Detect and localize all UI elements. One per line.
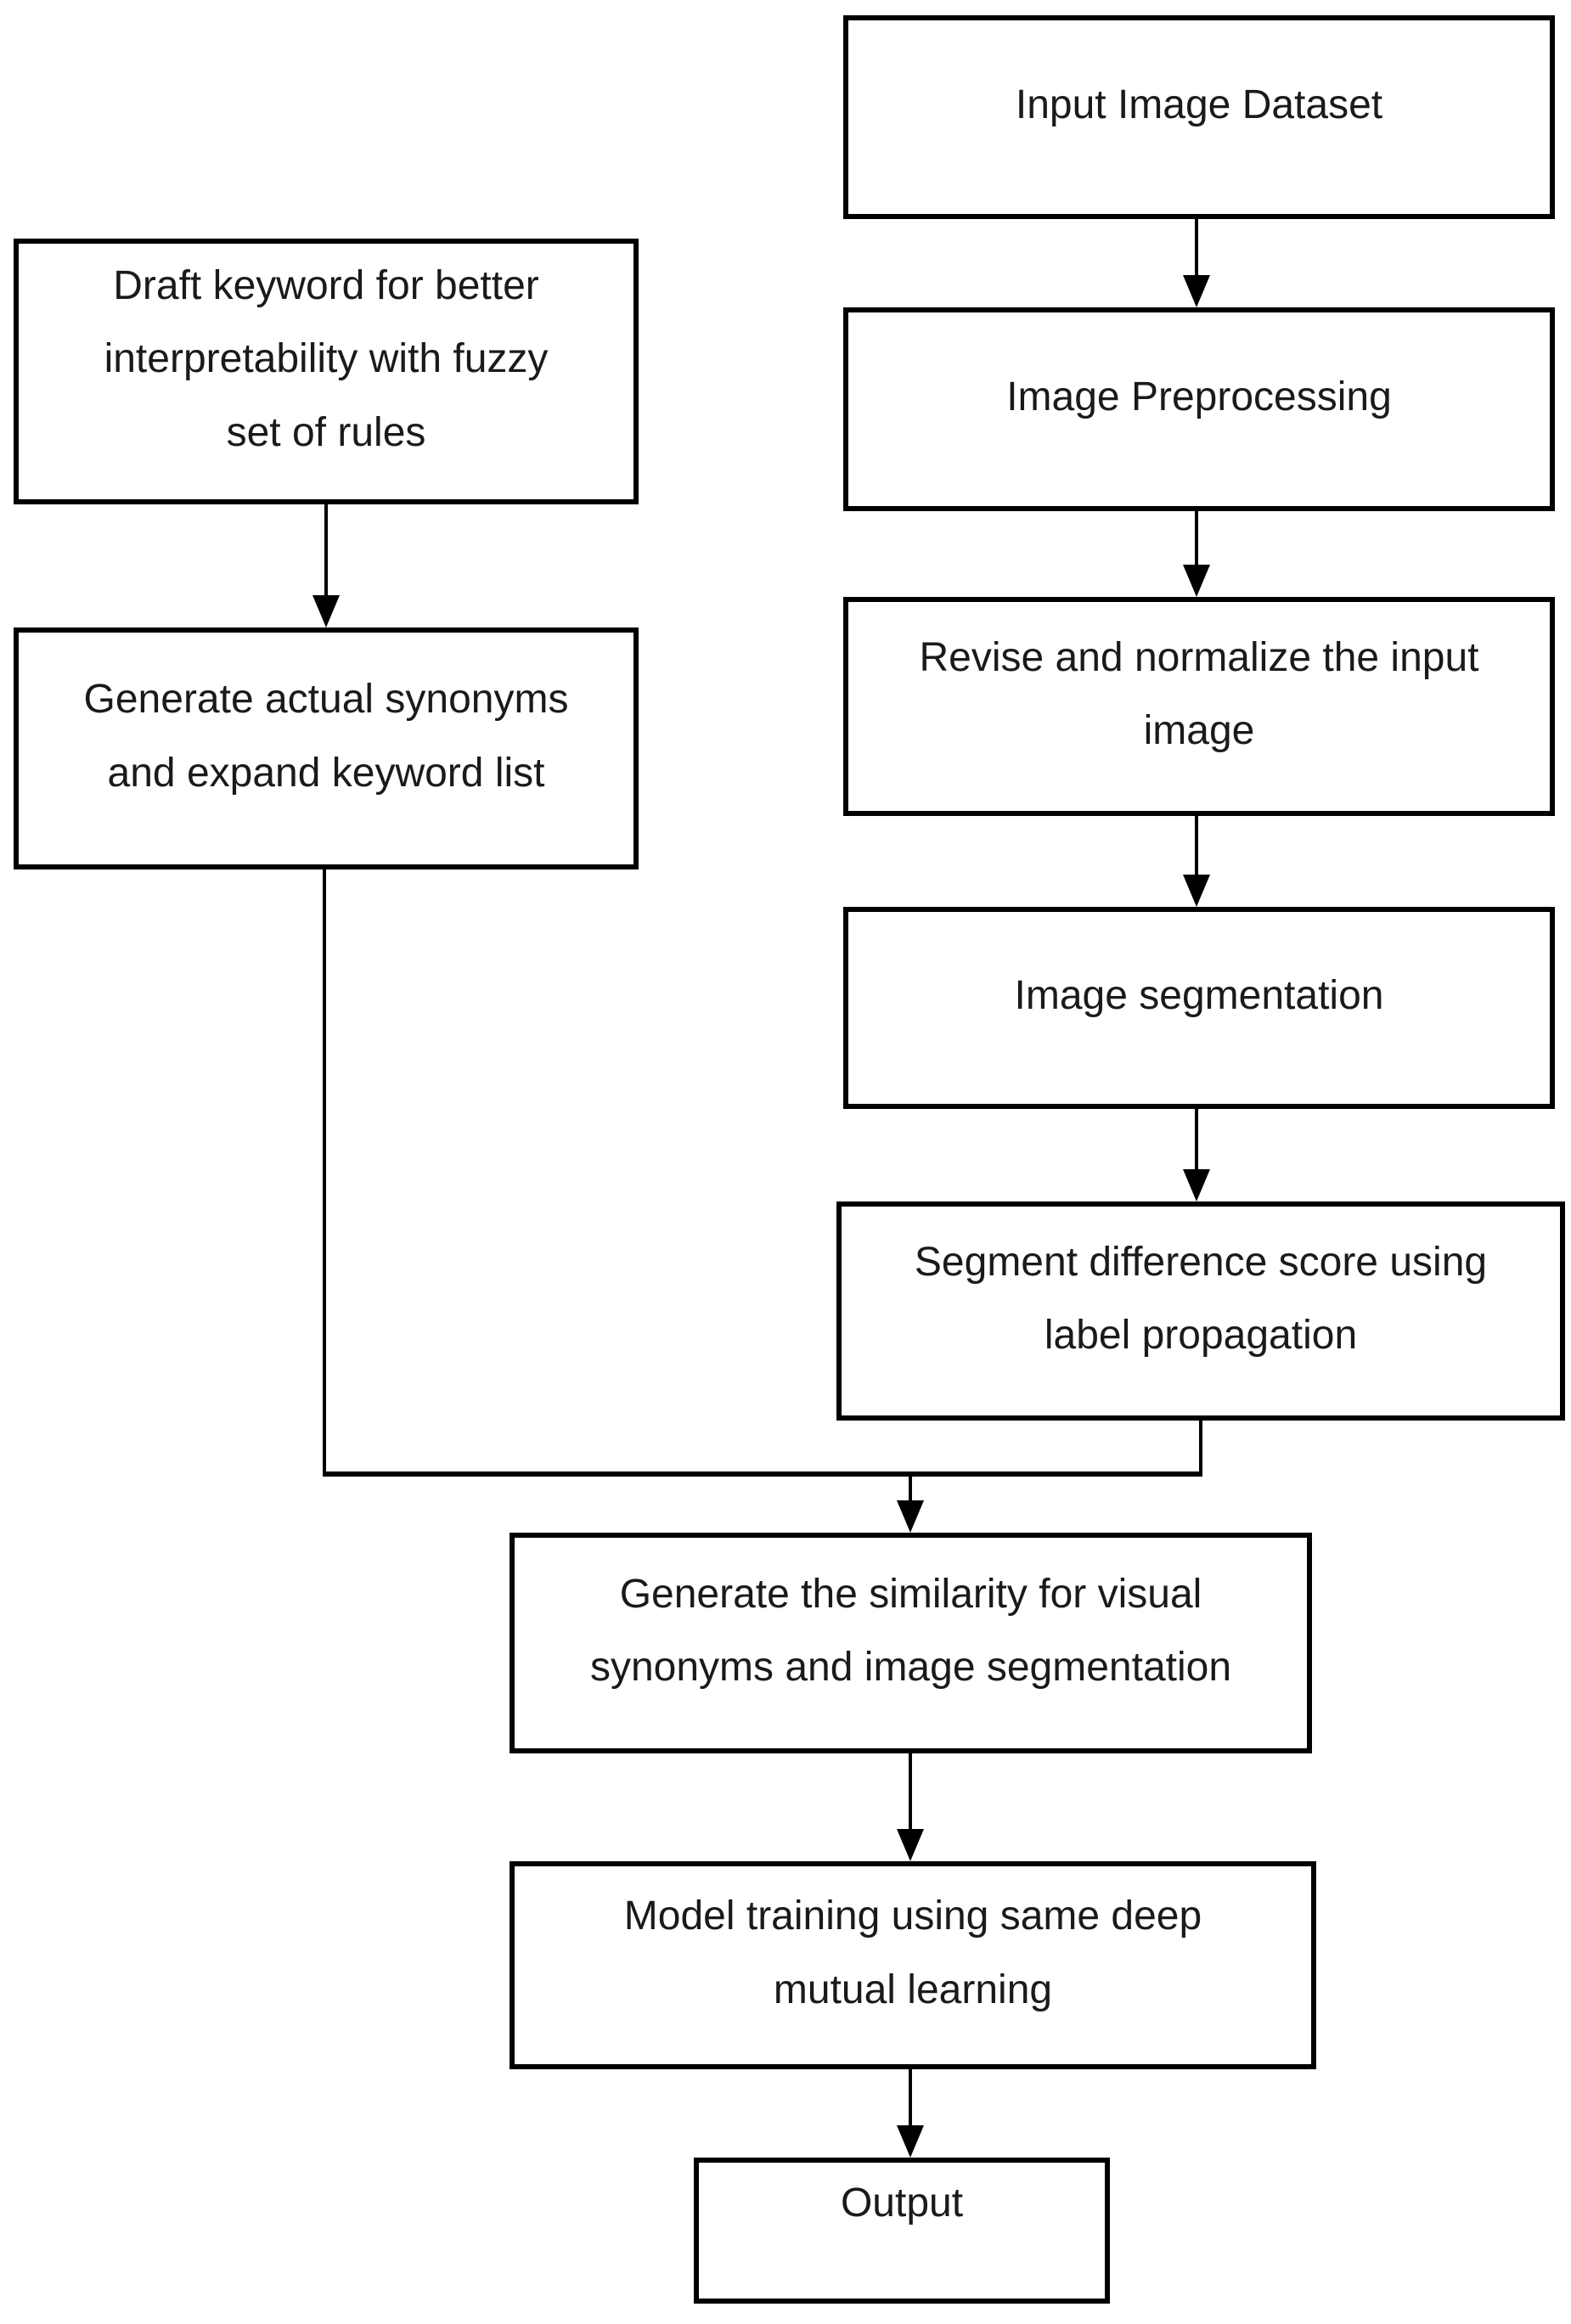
connector-difference-to-merge [1199, 1421, 1202, 1477]
node-draft-keyword: Draft keyword for better interpretabilit… [14, 239, 639, 504]
connector-training-to-output [909, 2069, 912, 2127]
connector-preprocessing-to-revise [1195, 511, 1198, 566]
connector-segmentation-to-difference [1195, 1109, 1198, 1171]
node-generate-similarity: Generate the similarity for visual synon… [510, 1533, 1312, 1753]
connector-merge-to-similarity [909, 1477, 912, 1502]
node-generate-synonyms: Generate actual synonyms and expand keyw… [14, 627, 639, 869]
arrowhead-revise-to-segmentation [1183, 875, 1210, 907]
node-image-segmentation: Image segmentation [843, 907, 1555, 1109]
arrowhead-draft-to-synonyms [313, 595, 340, 627]
arrowhead-merge-to-similarity [897, 1500, 924, 1533]
node-segment-difference: Segment difference score using label pro… [836, 1201, 1565, 1421]
arrowhead-similarity-to-training [897, 1829, 924, 1861]
connector-merge-line [323, 1471, 1202, 1477]
node-model-training: Model training using same deep mutual le… [510, 1861, 1316, 2069]
connector-draft-to-synonyms [324, 504, 328, 597]
connector-revise-to-segmentation [1195, 816, 1198, 876]
node-output: Output [694, 2158, 1110, 2304]
connector-dataset-to-preprocessing [1195, 219, 1198, 277]
node-image-preprocessing: Image Preprocessing [843, 307, 1555, 511]
node-input-image-dataset: Input Image Dataset [843, 15, 1555, 219]
connector-synonyms-to-merge [323, 869, 326, 1477]
connector-similarity-to-training [909, 1753, 912, 1831]
arrowhead-segmentation-to-difference [1183, 1169, 1210, 1201]
node-revise-normalize: Revise and normalize the input image [843, 597, 1555, 816]
arrowhead-training-to-output [897, 2125, 924, 2158]
arrowhead-preprocessing-to-revise [1183, 565, 1210, 597]
arrowhead-dataset-to-preprocessing [1183, 275, 1210, 307]
